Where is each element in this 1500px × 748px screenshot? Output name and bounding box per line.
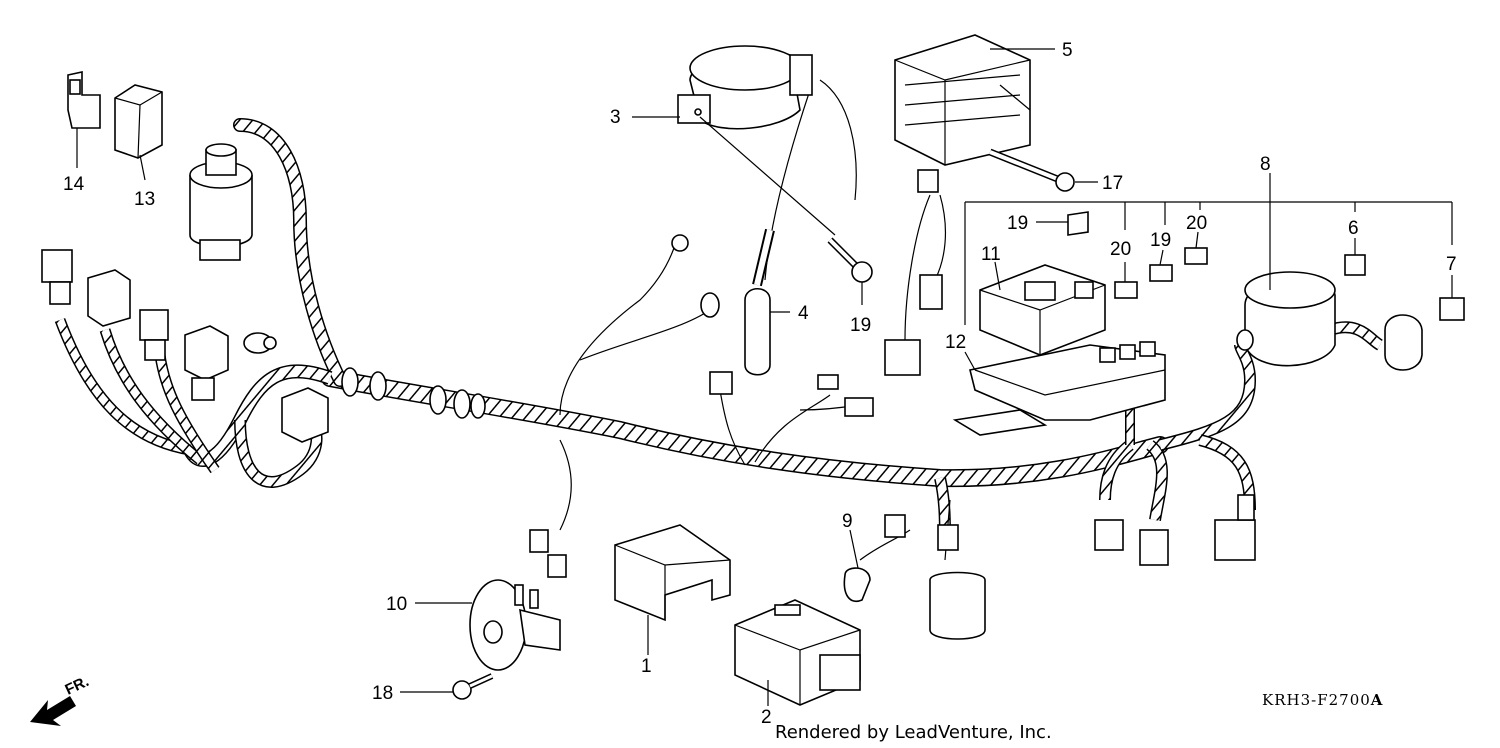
callout-14[interactable]: 14 — [63, 174, 85, 195]
lower-right-connectors[interactable] — [1094, 494, 1256, 566]
callout-5[interactable]: 5 — [1062, 40, 1073, 61]
part-16-bolt[interactable] — [988, 148, 1075, 192]
callout-6[interactable]: 6 — [1348, 218, 1359, 239]
callout-12[interactable]: 12 — [945, 332, 966, 353]
part-7-connector[interactable] — [1439, 297, 1465, 321]
left-connectors[interactable] — [41, 249, 329, 443]
callout-11[interactable]: 11 — [981, 244, 1001, 265]
part-11-fuse-box[interactable] — [979, 264, 1106, 356]
part-18-bolt[interactable] — [827, 237, 873, 283]
part-3-ignition-coil[interactable] — [677, 45, 813, 130]
callout-2[interactable]: 2 — [761, 707, 772, 728]
diagram-code: KRH3-F2700A — [1262, 691, 1383, 709]
fuses[interactable] — [1067, 211, 1208, 299]
part-1-bracket[interactable] — [614, 524, 731, 622]
part-10-horn[interactable] — [469, 579, 561, 671]
leader-lines — [76, 48, 1453, 706]
part-9-sensor[interactable] — [843, 514, 906, 602]
render-credit: Rendered by LeadVenture, Inc. — [775, 722, 1052, 743]
callout-10[interactable]: 10 — [386, 594, 407, 615]
branch-connectors[interactable] — [529, 234, 874, 578]
callout-3[interactable]: 3 — [610, 107, 621, 128]
part-12-fuse-block[interactable] — [952, 341, 1166, 436]
callout-4[interactable]: 4 — [798, 303, 809, 324]
front-direction-arrow: FR. — [30, 673, 92, 726]
part-2-cdi-unit[interactable] — [734, 599, 861, 706]
callout-16[interactable]: 17 — [1102, 173, 1123, 194]
callout-17[interactable]: 18 — [372, 683, 393, 704]
part-13-relay[interactable] — [114, 84, 163, 159]
callout-18[interactable]: 19 — [850, 315, 871, 336]
regulator-connector[interactable] — [884, 274, 943, 376]
diagram-code-main: KRH3-F2700 — [1262, 691, 1371, 709]
part-6-connector[interactable] — [1344, 254, 1366, 276]
part-14-relay-bracket[interactable] — [67, 71, 101, 129]
callout-20-b[interactable]: 20 — [1186, 213, 1207, 234]
part-4-spark-plug-cap[interactable] — [744, 228, 775, 376]
callout-19-b[interactable]: 19 — [1150, 230, 1171, 251]
callout-1[interactable]: 1 — [641, 656, 652, 677]
sensor-bottle[interactable] — [929, 524, 986, 640]
callout-labels: 14 13 3 4 5 17 19 19 20 19 20 8 6 7 11 1… — [63, 40, 1457, 728]
diagram-code-suffix: A — [1370, 691, 1384, 709]
part-17-bolt[interactable] — [452, 673, 494, 700]
callout-7[interactable]: 7 — [1446, 254, 1457, 275]
part-8-unit[interactable] — [1236, 271, 1423, 371]
callout-9[interactable]: 9 — [842, 511, 853, 532]
callout-8[interactable]: 8 — [1260, 154, 1271, 175]
callout-20-a[interactable]: 20 — [1110, 239, 1131, 260]
part-5-regulator-rectifier[interactable] — [894, 34, 1031, 193]
callout-19-a[interactable]: 19 — [1007, 213, 1028, 234]
ignition-switch[interactable] — [189, 143, 253, 261]
callout-13[interactable]: 13 — [134, 189, 155, 210]
direction-label: FR. — [63, 673, 92, 699]
